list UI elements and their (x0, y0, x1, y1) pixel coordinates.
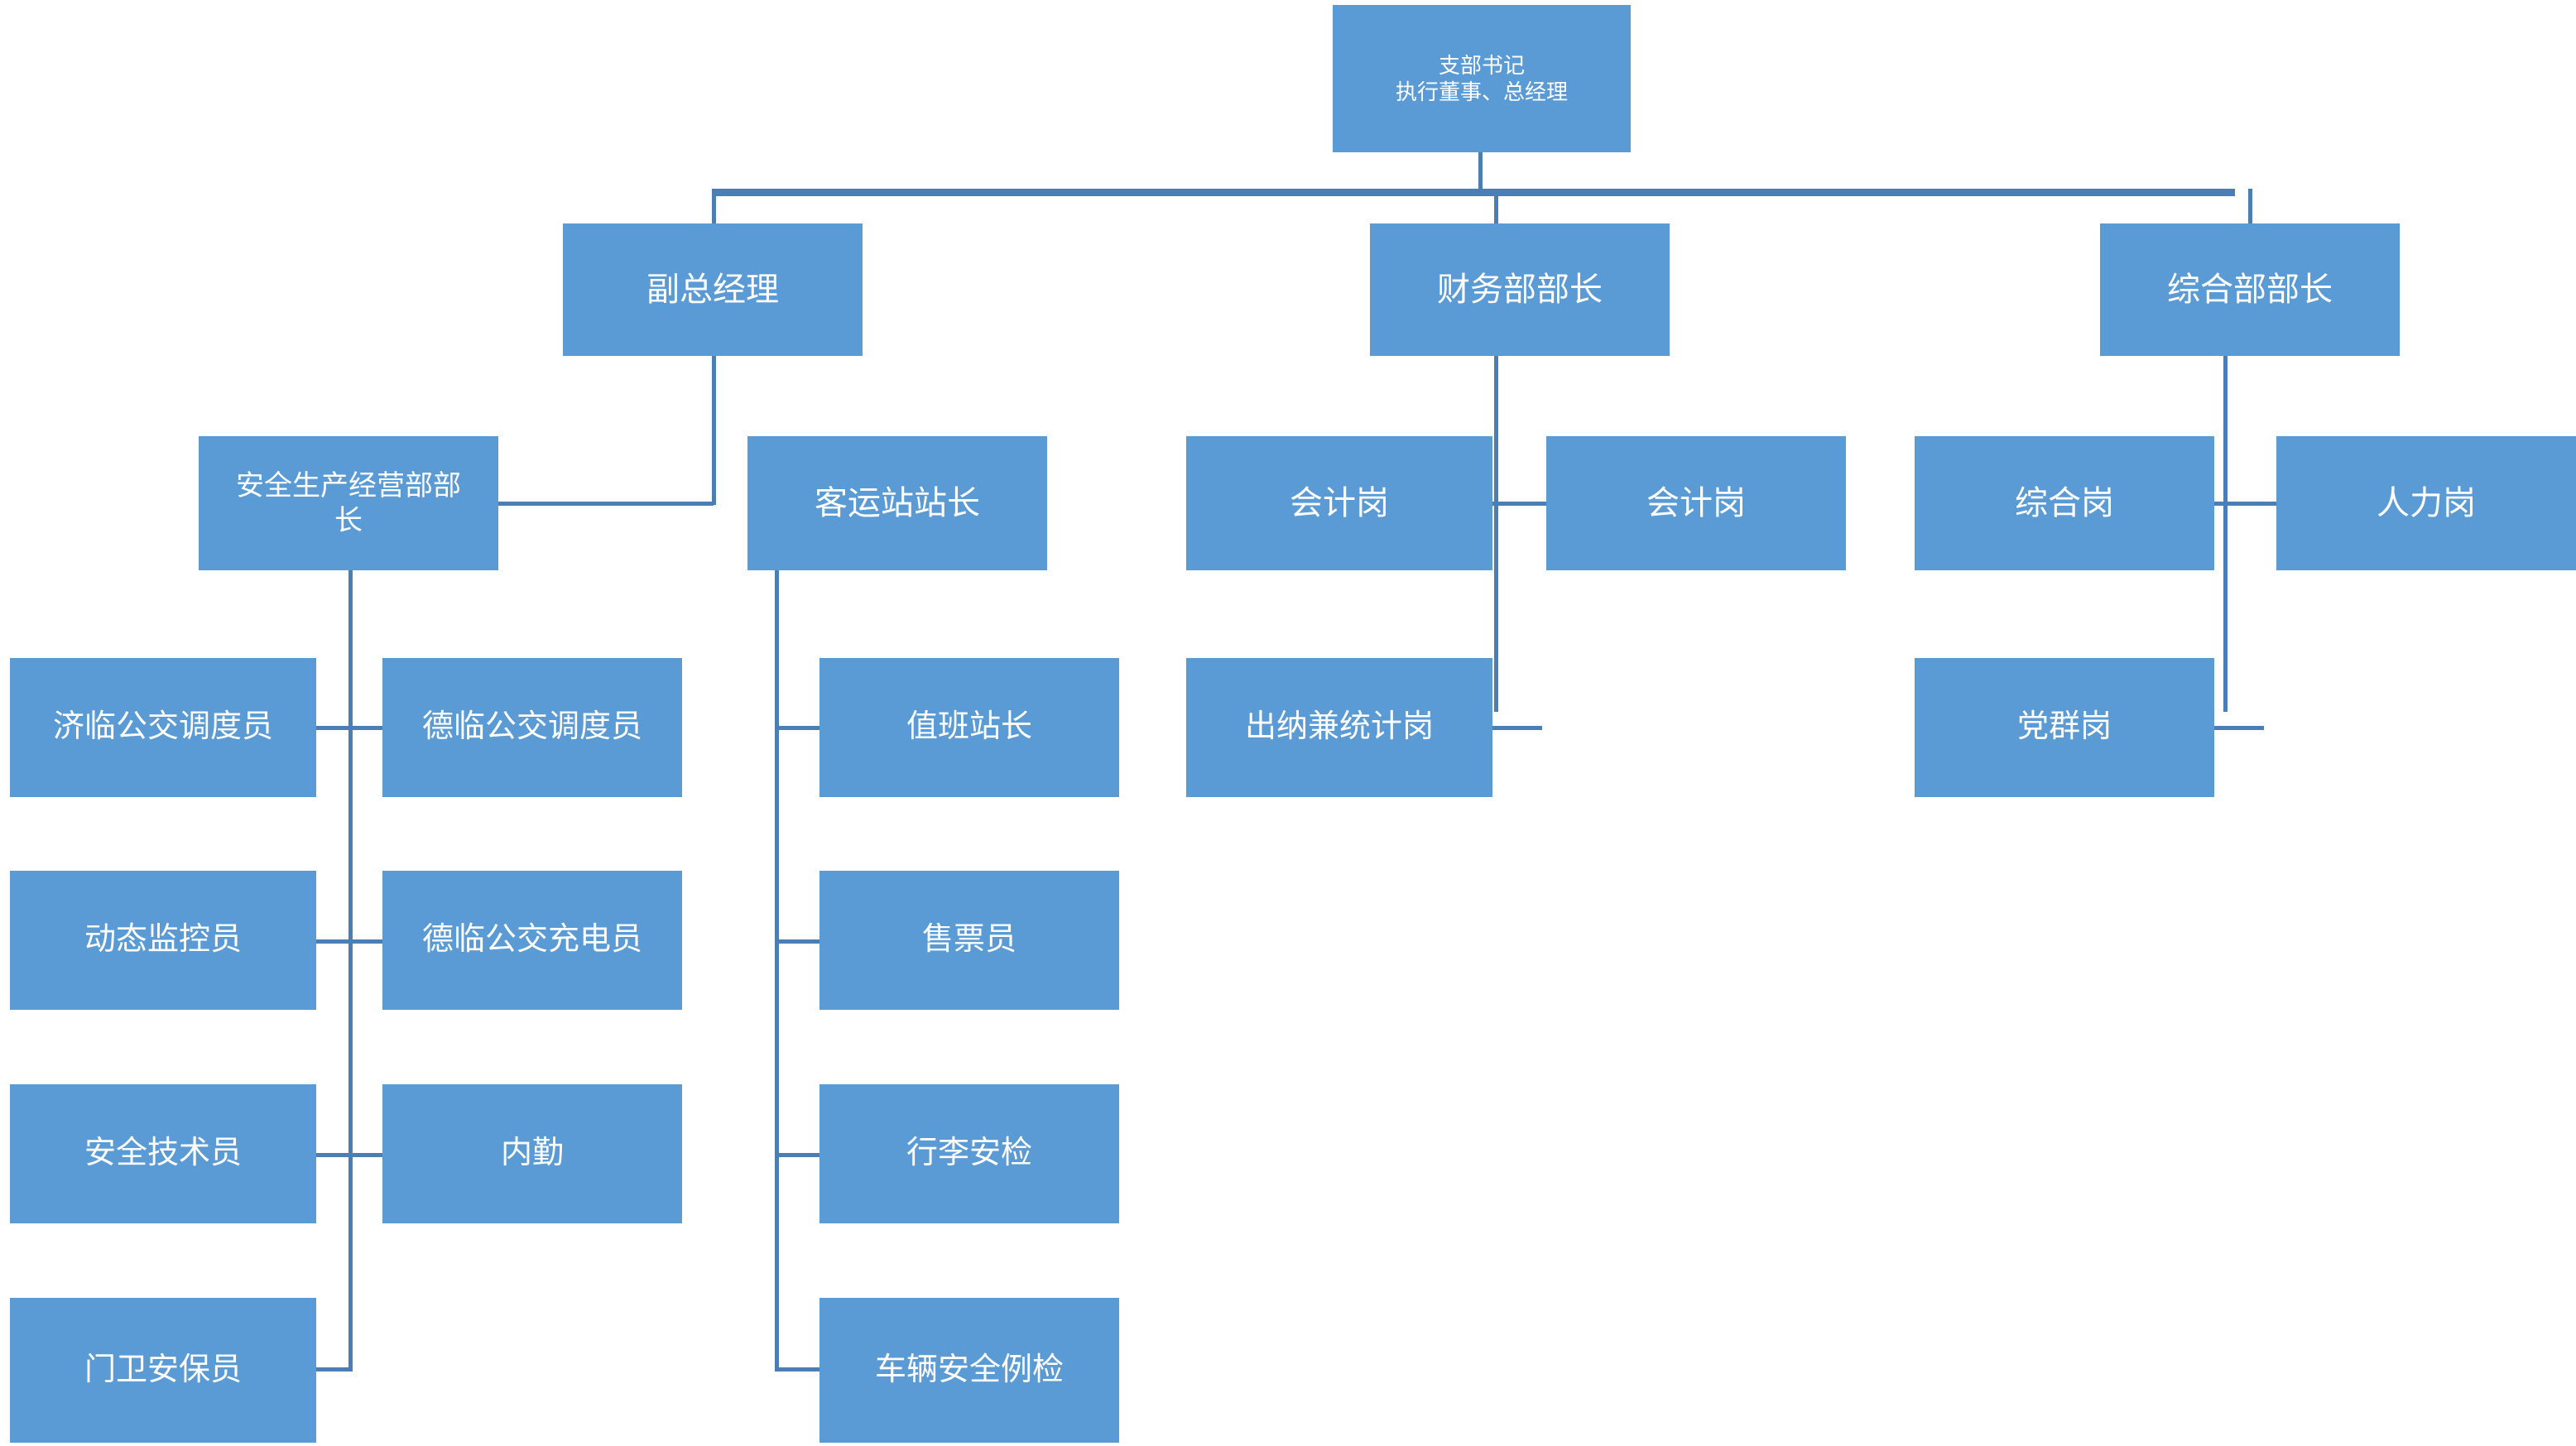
connector-safety-arm4-left (316, 1367, 353, 1372)
connector-drop-finance (1494, 189, 1498, 223)
org-node-guard[interactable]: 门卫安保员 (10, 1298, 316, 1443)
connector-general-arm-right (2223, 502, 2278, 506)
connector-safety-arm2-left (316, 939, 353, 944)
org-node-jilin_disp[interactable]: 济临公交调度员 (10, 658, 316, 797)
connector-finance-spine (1494, 356, 1498, 712)
connector-safety-spine (348, 570, 353, 1367)
org-node-vehicle_chk[interactable]: 车辆安全例检 (819, 1298, 1119, 1443)
connector-root-stem (1478, 152, 1483, 189)
org-node-general_head[interactable]: 综合部部长 (2100, 223, 2400, 356)
org-node-safety_tech[interactable]: 安全技术员 (10, 1084, 316, 1223)
connector-general-arm-party (2214, 726, 2264, 730)
org-node-monitor[interactable]: 动态监控员 (10, 871, 316, 1010)
connector-root-bus (712, 189, 2235, 196)
connector-safety-arm1-right (348, 726, 385, 730)
org-node-charger[interactable]: 德临公交充电员 (382, 871, 682, 1010)
org-node-acct2[interactable]: 会计岗 (1546, 436, 1846, 570)
connector-station-arm4 (775, 1367, 821, 1372)
connector-station-arm1 (775, 726, 821, 730)
connector-station-spine (775, 570, 779, 1371)
connector-deputy-spine (712, 356, 716, 505)
org-node-deputy_gm[interactable]: 副总经理 (563, 223, 863, 356)
org-node-ticket[interactable]: 售票员 (819, 871, 1119, 1010)
org-node-safety_head[interactable]: 安全生产经营部部 长 (199, 436, 498, 570)
connector-drop-general (2248, 189, 2252, 223)
org-node-hr_post[interactable]: 人力岗 (2276, 436, 2576, 570)
connector-station-arm2 (775, 939, 821, 944)
connector-drop-deputy (712, 189, 716, 223)
org-node-finance_head[interactable]: 财务部部长 (1370, 223, 1670, 356)
org-node-duty_head[interactable]: 值班站长 (819, 658, 1119, 797)
connector-safety-arm3-left (316, 1153, 353, 1157)
connector-general-spine (2223, 356, 2228, 712)
org-node-delin_disp[interactable]: 德临公交调度员 (382, 658, 682, 797)
connector-safety-arm1-left (316, 726, 353, 730)
org-node-party_post[interactable]: 党群岗 (1915, 658, 2214, 797)
org-node-luggage[interactable]: 行李安检 (819, 1084, 1119, 1223)
org-node-general_post[interactable]: 综合岗 (1915, 436, 2214, 570)
connector-deputy-arm-left (498, 502, 714, 506)
connector-safety-arm3-right (348, 1153, 385, 1157)
org-node-office_staff[interactable]: 内勤 (382, 1084, 682, 1223)
connector-safety-arm2-right (348, 939, 385, 944)
connector-finance-arm-cashier (1492, 726, 1542, 730)
org-node-cashier[interactable]: 出纳兼统计岗 (1186, 658, 1492, 797)
connector-finance-arm-right (1494, 502, 1549, 506)
org-node-acct1[interactable]: 会计岗 (1186, 436, 1492, 570)
org-node-station_head[interactable]: 客运站站长 (747, 436, 1047, 570)
connector-station-arm3 (775, 1153, 821, 1157)
org-node-root[interactable]: 支部书记 执行董事、总经理 (1333, 5, 1631, 152)
